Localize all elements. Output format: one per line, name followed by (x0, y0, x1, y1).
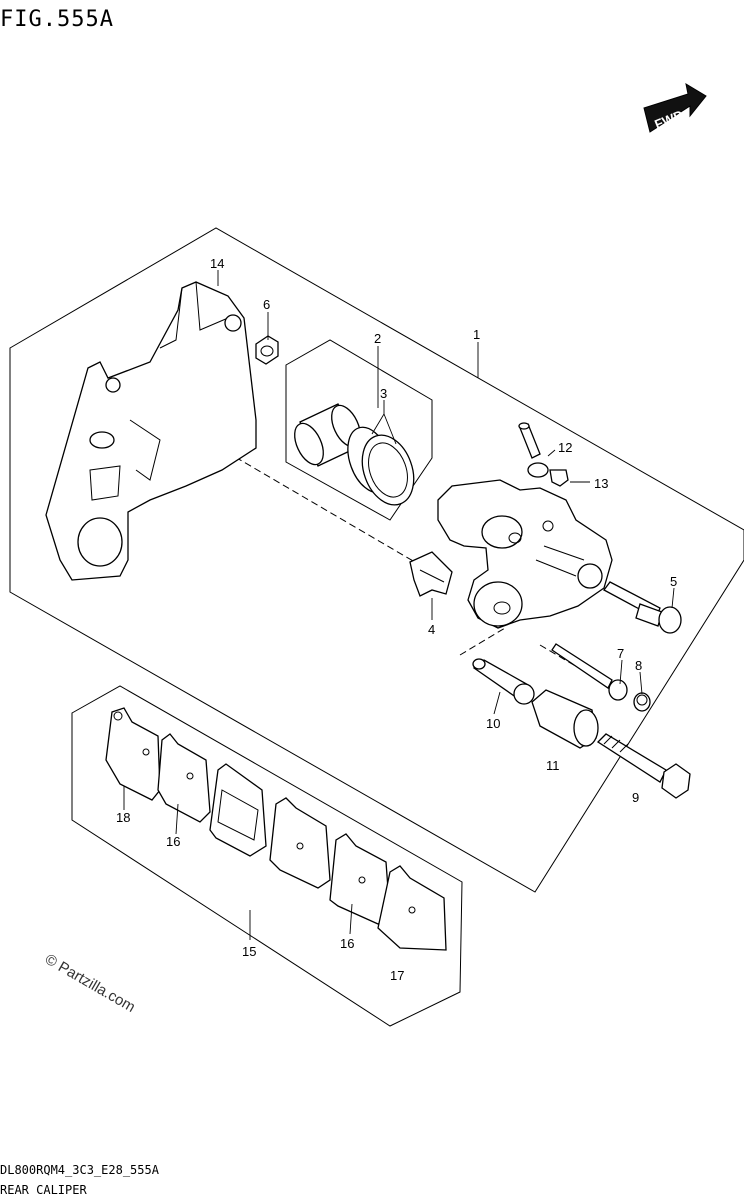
callout-11: 11 (546, 758, 560, 773)
figure-title: FIG.555A (0, 7, 114, 32)
callout-15: 15 (242, 944, 256, 959)
callout-17: 17 (390, 968, 404, 983)
footer-code: DL800RQM4_3C3_E28_555A (0, 1163, 160, 1177)
nut (255, 335, 279, 365)
callout-14: 14 (210, 256, 224, 271)
leader-lines (123, 270, 675, 940)
brake-pad-shim-mid (269, 797, 331, 889)
pad-spring (409, 551, 453, 597)
callout-16b: 16 (340, 936, 354, 951)
footer-name: REAR CALIPER (0, 1183, 87, 1197)
caliper-assembly-outline (9, 227, 744, 893)
callout-4: 4 (428, 622, 435, 637)
callout-9: 9 (632, 790, 639, 805)
callout-1: 1 (473, 327, 480, 342)
rubber-boot (531, 689, 599, 749)
caliper-body (437, 479, 613, 629)
callout-10: 10 (486, 716, 500, 731)
callout-16a: 16 (166, 834, 180, 849)
callout-2: 2 (374, 331, 381, 346)
callout-6: 6 (263, 297, 270, 312)
bleeder-screw (518, 422, 541, 459)
brake-pad-16b (329, 833, 391, 925)
slide-sleeve (472, 658, 535, 705)
callout-18: 18 (116, 810, 130, 825)
piston (294, 403, 361, 467)
watermark: © Partzilla.com (42, 951, 138, 1016)
slide-pin (603, 581, 682, 634)
piston-kit-outline (285, 339, 433, 521)
callout-13: 13 (594, 476, 608, 491)
caliper-bracket (45, 281, 257, 581)
pin-cap (633, 692, 651, 712)
guide-pin (551, 643, 628, 701)
callout-8: 8 (635, 658, 642, 673)
union-bolt (527, 462, 569, 487)
brake-pad-16a (157, 733, 211, 823)
callout-5: 5 (670, 574, 677, 589)
piston-seal-set (347, 426, 415, 506)
pad-set-outline (71, 685, 463, 1027)
callout-12: 12 (558, 440, 572, 455)
brake-pad-shim-18 (105, 707, 161, 801)
callout-7: 7 (617, 646, 624, 661)
brake-pad-shim-17 (377, 865, 447, 951)
mounting-bolt (596, 733, 691, 799)
forward-direction-arrow-icon: FWD (643, 82, 707, 133)
brake-pad-center (209, 763, 267, 857)
callout-3: 3 (380, 386, 387, 401)
